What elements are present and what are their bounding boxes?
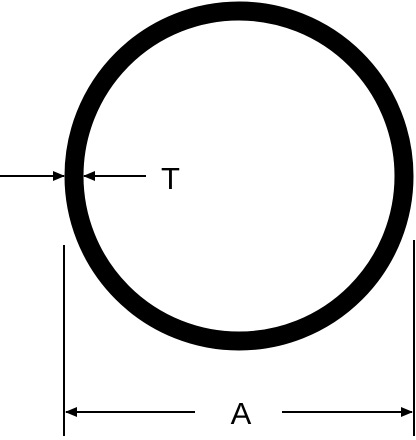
diameter-label: A — [231, 396, 252, 431]
thickness-label: T — [161, 161, 180, 196]
tube-wall-ring — [64, 1, 414, 351]
